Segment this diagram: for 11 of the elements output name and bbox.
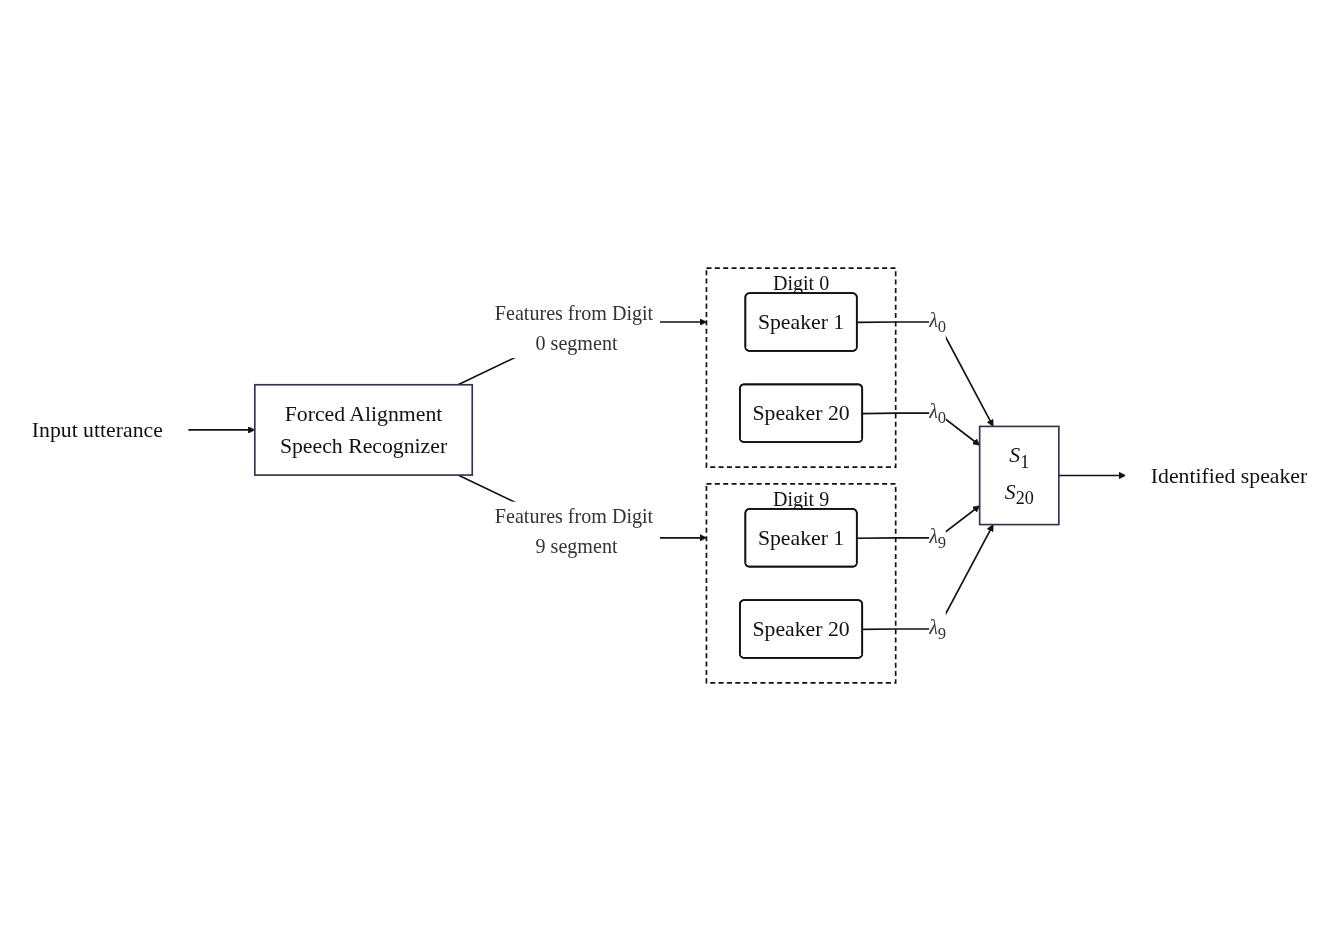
node-text: Identified speaker (1150, 463, 1308, 488)
arrow (1058, 471, 1127, 480)
edge-label: λ$_{0}$ (929, 400, 947, 427)
edge-label: Features from Digit 0 segment (494, 302, 654, 355)
node-box: Forced Alignment Speech Recognizer (254, 383, 474, 476)
edge-label: Features from Digit 9 segment (494, 505, 654, 558)
node-text: Input utterance (31, 417, 163, 443)
edge-label: λ$_{0}$ (929, 309, 947, 336)
node-box: S$_{1}$ S$_{20}$ (978, 425, 1060, 526)
edge-label: λ$_{9}$ (929, 525, 947, 552)
edge-label: λ$_{9}$ (929, 616, 947, 643)
